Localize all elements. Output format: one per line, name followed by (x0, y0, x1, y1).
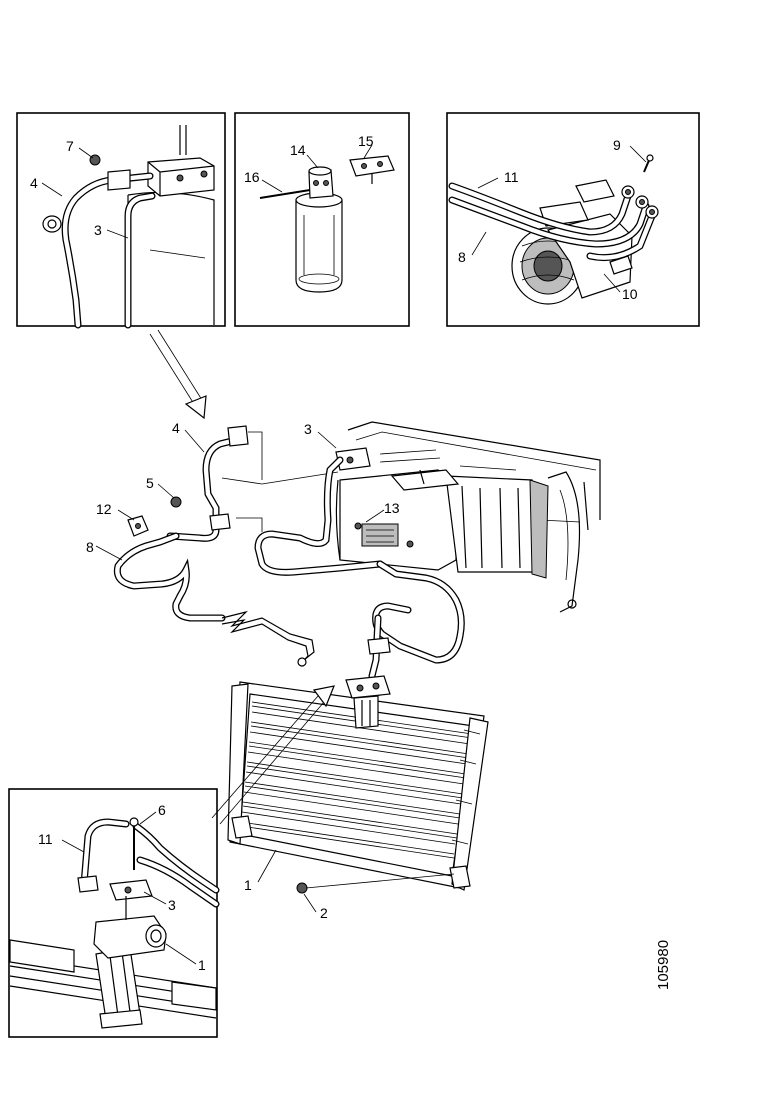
grommet (42, 215, 62, 233)
label-3-top-left: 3 (94, 222, 102, 238)
label-12: 12 (96, 501, 112, 517)
label-7-top-left: 7 (66, 138, 74, 154)
label-15: 15 (358, 133, 374, 149)
label-10: 10 (622, 286, 638, 302)
label-9: 9 (613, 137, 621, 153)
receiver-drier (295, 199, 343, 293)
label-14: 14 (290, 142, 306, 158)
body-panel (347, 421, 601, 520)
evaporator-box (445, 475, 535, 573)
label-8-main: 8 (86, 539, 94, 555)
detail-arrow-top (149, 329, 207, 420)
housing-wall (127, 191, 215, 325)
label-1-condenser: 1 (244, 877, 252, 893)
inset-bottom-left-frame (8, 788, 218, 1038)
reference-number: 105980 (655, 940, 672, 990)
label-13: 13 (384, 500, 400, 516)
label-2: 2 (320, 905, 328, 921)
inset-top-right: 9 11 8 10 (446, 112, 700, 327)
evaporator-label-plate (361, 523, 399, 547)
label-3-main: 3 (304, 421, 312, 437)
label-4-main: 4 (172, 420, 180, 436)
hose-8-main (113, 532, 226, 622)
condenser: 1 2 (227, 675, 489, 921)
label-6: 6 (158, 802, 166, 818)
condenser-fitting (345, 675, 391, 699)
inset-bottom-left: 6 11 3 1 (8, 788, 220, 1038)
clamp-plate (349, 155, 395, 177)
label-11-bottom-left: 11 (38, 831, 53, 847)
pipe-3-inset (124, 192, 156, 329)
inset-top-left: 7 4 3 (16, 112, 226, 329)
inset-top-left-frame (16, 112, 226, 327)
bolt-5 (170, 496, 182, 508)
pressure-switch-lead (259, 189, 311, 199)
inset-top-middle-frame (234, 112, 410, 327)
bolt-2 (296, 882, 308, 894)
detail-arrow-bottom (211, 685, 335, 825)
inset-top-right-frame (446, 112, 700, 327)
label-8-top-right: 8 (458, 249, 466, 265)
bracket-inset (95, 947, 141, 1021)
label-16: 16 (244, 169, 260, 185)
label-11-top-right: 11 (504, 169, 519, 185)
label-1-bottom-left: 1 (198, 957, 206, 973)
label-5: 5 (146, 475, 154, 491)
label-3-bottom-left: 3 (168, 897, 176, 913)
inset-top-middle: 14 15 16 (234, 112, 410, 327)
fitting-1-inset (93, 915, 167, 959)
main-assembly: 4 3 5 12 8 13 (86, 420, 601, 680)
label-4-top-left: 4 (30, 175, 38, 191)
